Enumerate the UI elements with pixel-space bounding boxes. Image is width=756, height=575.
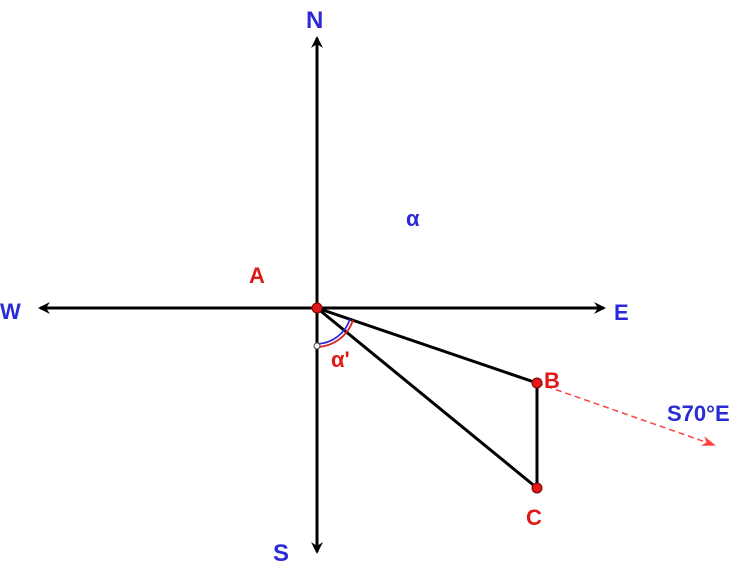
point-b [531,377,543,389]
label-point-b: B [544,368,560,393]
point-c [531,482,543,494]
label-point-c: C [526,505,542,530]
label-south: S [273,540,289,567]
arc-start-marker [313,342,321,350]
point-a [311,302,323,314]
angle-arc-outer [316,319,354,348]
label-north: N [306,7,323,34]
bearing-ray [536,382,716,446]
label-alpha-prime: α' [331,347,350,372]
label-alpha: α [406,206,420,231]
angle-arc-inner [316,318,351,345]
label-point-a: A [249,263,265,288]
segment-ac [316,306,538,490]
label-west: W [0,299,21,324]
label-east: E [614,300,629,325]
label-bearing: S70°E [667,401,730,426]
